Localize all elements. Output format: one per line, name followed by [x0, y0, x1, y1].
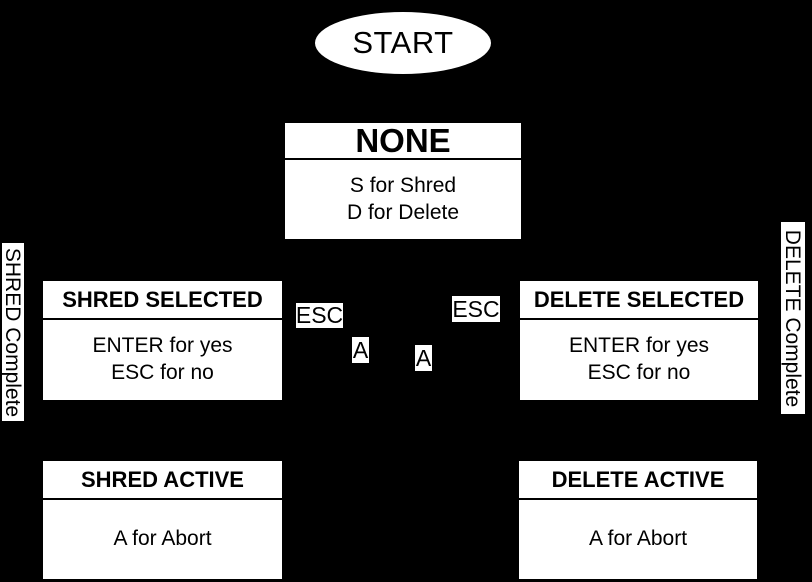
state-shred-active-line-1: A for Abort	[113, 527, 212, 551]
state-none-body: S for Shred D for Delete	[285, 160, 521, 239]
state-shred-selected-title: SHRED SELECTED	[43, 281, 282, 320]
edge-label-esc-right: ESC	[452, 295, 500, 322]
state-delete-selected-line-1: ENTER for yes	[568, 334, 710, 358]
state-delete-active-body: A for Abort	[519, 500, 757, 579]
state-shred-active-title: SHRED ACTIVE	[43, 461, 282, 500]
state-none-title: NONE	[285, 122, 521, 160]
edge-label-a-left: A	[352, 336, 369, 363]
edge-label-a-right: A	[415, 344, 432, 371]
side-label-shred-complete: SHRED Complete	[1, 243, 25, 421]
state-delete-active-title: DELETE ACTIVE	[519, 461, 757, 500]
state-shred-selected: SHRED SELECTED ENTER for yes ESC for no	[43, 281, 282, 400]
side-label-shred-complete-text: SHRED Complete	[1, 247, 25, 417]
state-delete-active-line-1: A for Abort	[588, 527, 688, 551]
state-shred-selected-body: ENTER for yes ESC for no	[43, 320, 282, 400]
state-none-line-1: S for Shred	[349, 173, 457, 197]
state-shred-selected-line-2: ESC for no	[111, 361, 214, 384]
side-label-delete-complete: DELETE Complete	[781, 222, 805, 414]
state-delete-active: DELETE ACTIVE A for Abort	[519, 461, 757, 579]
state-shred-active: SHRED ACTIVE A for Abort	[43, 461, 282, 579]
state-delete-selected-body: ENTER for yes ESC for no	[520, 320, 758, 400]
state-none-line-2: D for Delete	[346, 200, 460, 224]
state-shred-selected-line-1: ENTER for yes	[92, 334, 233, 358]
state-delete-selected-title: DELETE SELECTED	[520, 281, 758, 320]
edge-label-esc-left: ESC	[295, 302, 344, 328]
start-node: START	[315, 12, 491, 74]
state-delete-selected-line-2: ESC for no	[587, 361, 691, 384]
state-delete-selected: DELETE SELECTED ENTER for yes ESC for no	[520, 281, 758, 400]
state-none: NONE S for Shred D for Delete	[285, 122, 521, 239]
side-label-delete-complete-text: DELETE Complete	[781, 229, 805, 407]
start-node-label: START	[352, 25, 454, 60]
state-shred-active-body: A for Abort	[43, 500, 282, 579]
